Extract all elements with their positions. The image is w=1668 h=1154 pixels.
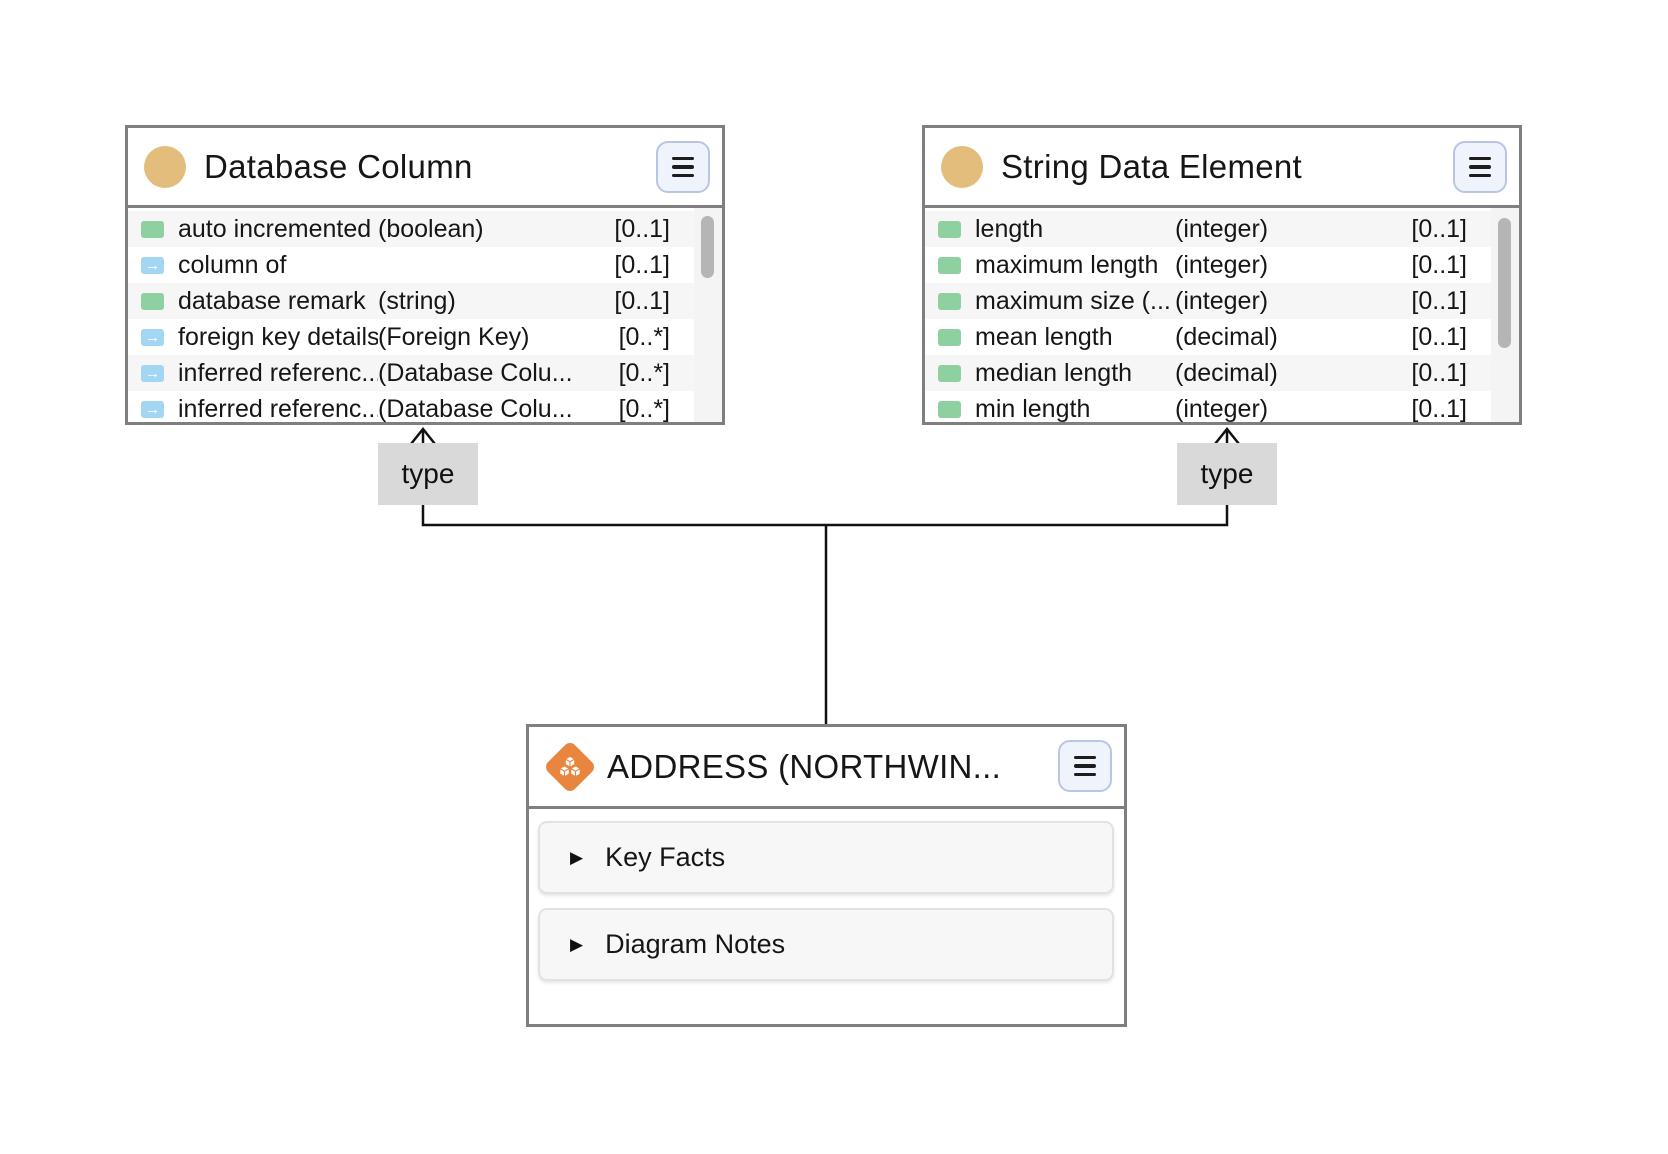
attribute-cardinality: [0..1] xyxy=(1411,286,1467,315)
attribute-row[interactable]: mean length (decimal) [0..1] xyxy=(925,319,1491,355)
attribute-name: inferred referenc... xyxy=(178,394,378,423)
edge-label-type-right[interactable]: type xyxy=(1177,443,1277,505)
attribute-type: (Database Colu... xyxy=(378,358,573,387)
attribute-row[interactable]: auto incremented (boolean) [0..1] xyxy=(128,211,694,247)
attribute-icon xyxy=(141,220,164,238)
attribute-type: (integer) xyxy=(1175,214,1269,243)
reference-arrow-icon: → xyxy=(141,364,164,382)
node-header: String Data Element xyxy=(925,128,1519,208)
attribute-type: (Database Colu... xyxy=(378,394,573,423)
attribute-name: maximum length xyxy=(975,250,1159,279)
reference-arrow-icon: → xyxy=(141,328,164,346)
arrowhead-up-left xyxy=(410,426,436,445)
attribute-icon xyxy=(938,328,961,346)
attribute-cardinality: [0..1] xyxy=(1411,214,1467,243)
attribute-cardinality: [0..1] xyxy=(614,250,670,279)
scrollbar-track[interactable] xyxy=(694,208,722,422)
attribute-icon xyxy=(141,292,164,310)
attribute-name: inferred referenc... xyxy=(178,358,378,387)
node-header: ADDRESS (NORTHWIN... xyxy=(529,727,1124,809)
menu-button[interactable] xyxy=(656,141,710,193)
node-title: ADDRESS (NORTHWIN... xyxy=(607,747,1002,785)
attribute-type: (integer) xyxy=(1175,250,1269,279)
attribute-cardinality: [0..*] xyxy=(618,394,670,423)
node-database-column[interactable]: Database Column auto incremented (boolea… xyxy=(125,125,725,425)
attribute-icon xyxy=(938,292,961,310)
scrollbar-thumb[interactable] xyxy=(701,216,714,278)
section-key-facts[interactable]: ▶ Key Facts xyxy=(538,821,1114,894)
attribute-row[interactable]: database remark (string) [0..1] xyxy=(128,283,694,319)
attribute-icon xyxy=(938,400,961,418)
attribute-cardinality: [0..1] xyxy=(614,286,670,315)
attribute-cardinality: [0..1] xyxy=(1411,322,1467,351)
attribute-cardinality: [0..1] xyxy=(1411,394,1467,423)
node-header: Database Column xyxy=(128,128,722,208)
object-cubes-icon xyxy=(543,739,597,794)
attribute-row[interactable]: min length (integer) [0..1] xyxy=(925,391,1491,422)
attribute-type: (integer) xyxy=(1175,286,1269,315)
menu-button[interactable] xyxy=(1453,141,1507,193)
attribute-cardinality: [0..1] xyxy=(614,214,670,243)
attribute-row[interactable]: → inferred referenc... (Database Colu...… xyxy=(128,355,694,391)
attribute-list: auto incremented (boolean) [0..1] → colu… xyxy=(128,208,722,422)
section-label: Key Facts xyxy=(605,842,726,872)
attribute-name: median length xyxy=(975,358,1133,387)
attribute-name: auto incremented xyxy=(178,214,372,243)
attribute-row[interactable]: → column of [0..1] xyxy=(128,247,694,283)
attribute-row[interactable]: → inferred referenc... (Database Colu...… xyxy=(128,391,694,422)
class-circle-icon xyxy=(941,145,983,188)
attribute-name: mean length xyxy=(975,322,1113,351)
node-address-northwind[interactable]: ADDRESS (NORTHWIN... ▶ Key Facts ▶ Diagr… xyxy=(526,724,1127,1027)
attribute-row[interactable]: → foreign key details (Foreign Key) [0..… xyxy=(128,319,694,355)
chevron-right-icon: ▶ xyxy=(570,847,584,867)
attribute-row[interactable]: maximum length (integer) [0..1] xyxy=(925,247,1491,283)
node-title: String Data Element xyxy=(1001,147,1303,185)
section-list: ▶ Key Facts ▶ Diagram Notes xyxy=(529,809,1124,981)
reference-arrow-icon: → xyxy=(141,256,164,274)
attribute-cardinality: [0..*] xyxy=(618,358,670,387)
edge-label-type-left[interactable]: type xyxy=(378,443,478,505)
attribute-name: maximum size (... xyxy=(975,286,1171,315)
attribute-type: (decimal) xyxy=(1175,322,1278,351)
hamburger-icon xyxy=(1469,156,1491,161)
attribute-row[interactable]: median length (decimal) [0..1] xyxy=(925,355,1491,391)
attribute-row[interactable]: length (integer) [0..1] xyxy=(925,211,1491,247)
attribute-type: (integer) xyxy=(1175,394,1269,423)
section-diagram-notes[interactable]: ▶ Diagram Notes xyxy=(538,908,1114,981)
attribute-name: database remark xyxy=(178,286,366,315)
attribute-row[interactable]: maximum size (... (integer) [0..1] xyxy=(925,283,1491,319)
node-string-data-element[interactable]: String Data Element length (integer) [0.… xyxy=(922,125,1522,425)
attribute-icon xyxy=(938,364,961,382)
hamburger-icon xyxy=(672,156,694,161)
attribute-type: (boolean) xyxy=(378,214,484,243)
arrowhead-up-right xyxy=(1214,426,1240,445)
hamburger-icon xyxy=(1074,755,1096,760)
scrollbar-track[interactable] xyxy=(1491,208,1519,422)
attribute-name: length xyxy=(975,214,1044,243)
reference-arrow-icon: → xyxy=(141,400,164,418)
attribute-icon xyxy=(938,220,961,238)
attribute-name: min length xyxy=(975,394,1091,423)
menu-button[interactable] xyxy=(1058,740,1112,792)
attribute-cardinality: [0..*] xyxy=(618,322,670,351)
node-title: Database Column xyxy=(204,147,473,185)
section-label: Diagram Notes xyxy=(605,929,786,959)
class-circle-icon xyxy=(144,145,186,188)
attribute-cardinality: [0..1] xyxy=(1411,358,1467,387)
attribute-name: column of xyxy=(178,250,287,279)
attribute-type: (string) xyxy=(378,286,456,315)
scrollbar-thumb[interactable] xyxy=(1498,218,1511,348)
attribute-type: (Foreign Key) xyxy=(378,322,530,351)
attribute-icon xyxy=(938,256,961,274)
attribute-name: foreign key details xyxy=(178,322,378,351)
attribute-list: length (integer) [0..1] maximum length (… xyxy=(925,208,1519,422)
attribute-type: (decimal) xyxy=(1175,358,1278,387)
attribute-cardinality: [0..1] xyxy=(1411,250,1467,279)
chevron-right-icon: ▶ xyxy=(570,934,584,954)
